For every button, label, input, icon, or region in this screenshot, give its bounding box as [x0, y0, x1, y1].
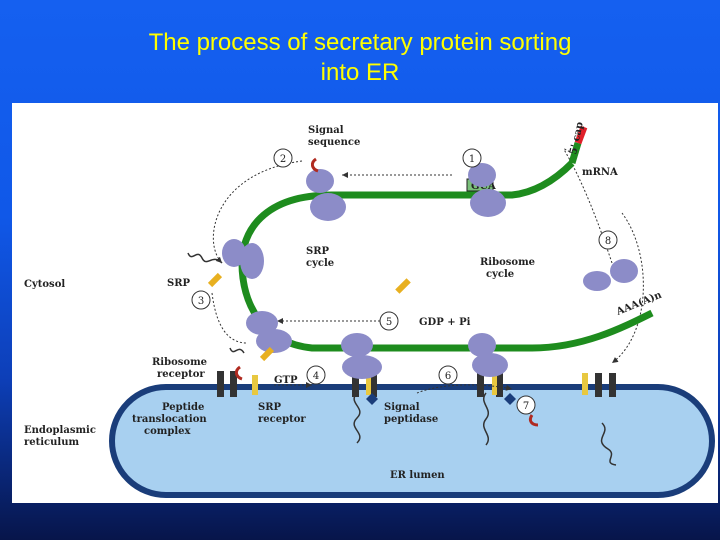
title-line-1: The process of secretary protein sorting — [148, 29, 572, 56]
label-ribosome-cycle-1: Ribosome — [480, 257, 535, 268]
label-gtp: GTP — [274, 375, 298, 386]
ribosome-4 — [246, 311, 292, 353]
step-7: 7 — [523, 401, 529, 412]
step-1: 1 — [469, 154, 475, 165]
ribosome-7 — [583, 259, 638, 291]
label-ribosome-cycle-2: cycle — [486, 269, 514, 280]
label-cytosol: Cytosol — [24, 279, 65, 290]
nascent-peptides — [187, 252, 617, 466]
step-6: 6 — [445, 371, 451, 382]
step-markers — [191, 148, 618, 415]
label-ribosome-receptor-1: Ribosome — [152, 357, 207, 368]
slide-title: The process of secretary protein sorting… — [0, 28, 720, 88]
label-gdp-pi: GDP + Pi — [419, 317, 471, 328]
label-signal-peptidase-1: Signal — [384, 402, 420, 413]
label-srp-cycle-2: cycle — [306, 258, 334, 269]
cycle-arrows — [211, 148, 644, 394]
title-line-2: into ER — [320, 59, 400, 86]
ribosome-5 — [341, 333, 382, 379]
signal-sequences — [234, 157, 539, 427]
step-numbers: 1 2 3 4 5 6 7 8 — [198, 154, 611, 412]
diagram-figure: GUA — [12, 103, 718, 503]
mrna-cap — [574, 125, 588, 145]
srp-receptor-bars — [252, 369, 588, 395]
ribosome-3 — [222, 239, 264, 279]
step-3: 3 — [198, 296, 204, 307]
ribosome-6 — [468, 333, 508, 377]
label-srp-receptor-1: SRP — [258, 402, 282, 413]
step-5: 5 — [386, 317, 392, 328]
srp-particles — [207, 272, 411, 362]
label-srp-cycle-1: SRP — [306, 246, 330, 257]
label-er-lumen: ER lumen — [390, 470, 445, 481]
label-er-1: Endoplasmic — [24, 425, 96, 436]
label-mrna: mRNA — [582, 167, 618, 178]
ribosome-1 — [468, 163, 506, 217]
ribosome-2 — [306, 169, 346, 221]
label-ptc-1: Peptide — [162, 402, 204, 413]
step-4: 4 — [313, 371, 319, 382]
step-2: 2 — [280, 154, 286, 165]
label-signal-1: Signal — [308, 125, 344, 136]
label-er-2: reticulum — [24, 437, 79, 448]
signal-peptidase-marker — [366, 393, 516, 405]
label-signal-2: sequence — [308, 137, 360, 148]
label-signal-peptidase-2: peptidase — [384, 414, 438, 425]
step-8: 8 — [605, 236, 611, 247]
label-ptc-3: complex — [144, 426, 191, 437]
label-srp-receptor-2: receptor — [258, 414, 306, 425]
label-ptc-2: translocation — [132, 414, 207, 425]
membrane-channels — [217, 371, 616, 397]
label-poly-a: AAA(A)n — [614, 289, 664, 318]
label-ribosome-receptor-2: receptor — [157, 369, 205, 380]
label-srp: SRP — [167, 278, 191, 289]
er-lumen — [109, 384, 715, 498]
diagram-svg: GUA — [24, 121, 715, 498]
